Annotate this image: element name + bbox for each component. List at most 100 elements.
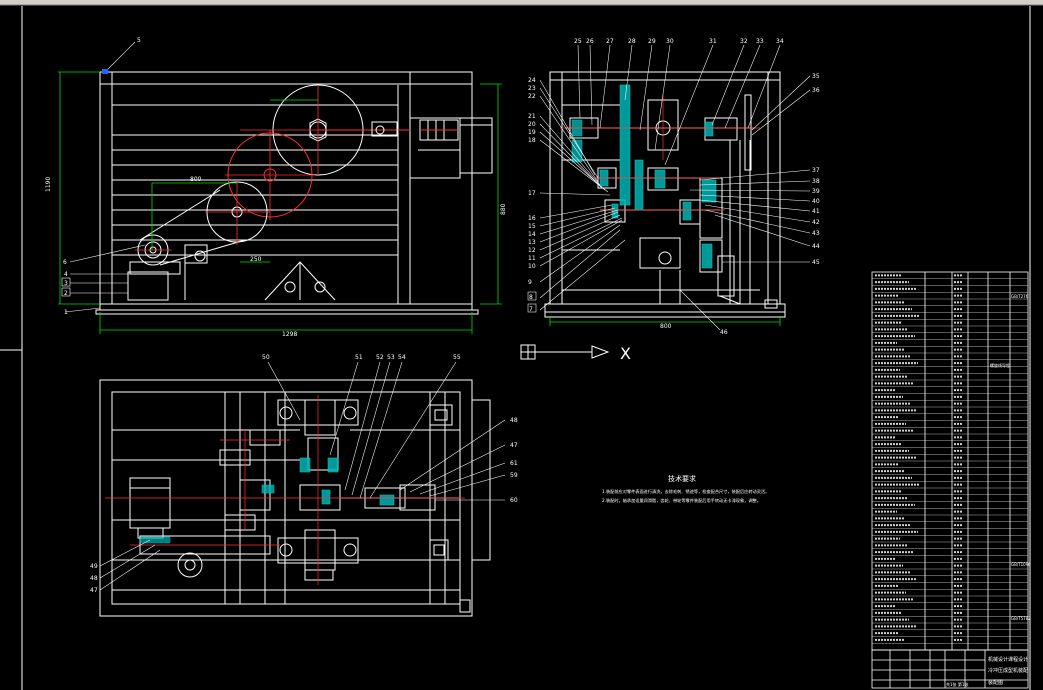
parts-list-rows: [872, 274, 1028, 644]
front-view-leaders: [61, 41, 146, 313]
plan-part-num: 52: [376, 354, 384, 361]
parts-note: GB/T5782: [1011, 616, 1031, 621]
side-view-hatching: [571, 84, 717, 269]
parts-note: GB/T276: [1011, 294, 1029, 299]
side-part-num: 19: [528, 129, 536, 136]
tech-notes-line: 1.装配前应对零件表面进行清洗，去除毛刺、锈迹等，检查配合尺寸，装配后应转动灵活…: [602, 488, 769, 495]
front-view-dimensions: [58, 71, 502, 334]
plan-part-num: 51: [355, 354, 363, 361]
side-part-num: 20: [528, 121, 536, 128]
side-part-num: 18: [528, 137, 536, 144]
side-part-num: 36: [812, 87, 820, 94]
front-part-num: 4: [64, 271, 68, 278]
front-part-num: 5: [137, 37, 141, 44]
plan-part-num: 53: [387, 354, 395, 361]
plan-view-leaders: [99, 361, 506, 591]
front-part-num: 6: [63, 259, 67, 266]
side-part-num: 13: [528, 239, 536, 246]
side-part-num: 42: [812, 219, 820, 226]
side-part-num: 43: [812, 230, 820, 237]
plan-view-hatching: [139, 457, 395, 544]
side-part-num: 22: [528, 93, 536, 100]
front-side-dim: 880: [500, 203, 507, 215]
side-part-num: 24: [528, 77, 536, 84]
front-small-dim-1: 800: [190, 176, 202, 183]
side-part-num: 25: [574, 38, 582, 45]
side-part-num: 16: [528, 215, 536, 222]
side-part-num: 40: [812, 198, 820, 205]
side-part-num: 23: [528, 85, 536, 92]
side-part-num: 45: [812, 259, 820, 266]
side-part-num: 10: [528, 263, 536, 270]
plan-part-num: 49: [90, 563, 98, 570]
side-part-num: 41: [812, 208, 820, 215]
side-part-num: 30: [666, 38, 674, 45]
front-overall-dim: 1298: [282, 331, 297, 338]
plan-part-num: 54: [398, 354, 406, 361]
front-small-dim-2: 250: [250, 256, 262, 263]
side-part-num: 37: [812, 167, 820, 174]
title-sheet: 共1张 第1张: [946, 681, 968, 687]
plan-part-num: 47: [510, 442, 518, 449]
parts-note: GB/T1096: [1011, 562, 1031, 567]
side-right-part-numbers: 35 36 37 38 39 40 41 42 43 44 45: [812, 73, 820, 266]
front-view: [95, 71, 493, 315]
side-part-num: 39: [812, 188, 820, 195]
plan-part-num: 60: [510, 497, 518, 504]
side-view-centerlines: [560, 95, 760, 211]
tech-notes-title: 技术要求: [668, 474, 696, 483]
front-part-num: 1: [64, 309, 68, 316]
top-toolbar-strip: [0, 0, 1043, 5]
side-view-leaders: [527, 44, 811, 331]
plan-part-num: 48: [510, 417, 518, 424]
side-part-num: 32: [740, 38, 748, 45]
tech-notes-line: 2.装配时，轴承加适量润滑脂，齿轮、带轮等零件装配后用手转动无卡滞现象，调整。: [602, 497, 761, 504]
plan-part-num: 61: [510, 460, 518, 467]
plan-part-num: 59: [510, 472, 518, 479]
front-marker: [102, 69, 108, 74]
title-line-2: 冷冲压成型机装配: [988, 667, 1028, 674]
side-top-part-numbers: 25 26 27 28 29 30 31 32 33 34: [574, 38, 784, 45]
ucs-axis-icon: [520, 344, 610, 360]
side-part-num: 31: [709, 38, 717, 45]
side-view-dimension: [549, 316, 781, 326]
side-part-num: 7: [529, 306, 533, 313]
title-line-3: 装配图: [988, 679, 1003, 686]
side-part-num: 8: [529, 294, 533, 301]
front-height-dim: 1190: [45, 177, 52, 192]
side-part-num: 26: [586, 38, 594, 45]
drawing-border: [0, 6, 1031, 690]
side-part-num: 11: [528, 255, 536, 262]
side-width-dim: 800: [660, 323, 672, 330]
title-block: [871, 649, 1029, 689]
side-part-num: 38: [812, 178, 820, 185]
front-view-centerlines: [135, 85, 360, 251]
front-part-num: 2: [64, 290, 68, 297]
plan-part-num: 50: [262, 354, 270, 361]
plan-part-num: 47: [90, 587, 98, 594]
side-left-part-numbers: 24 23 22 21 20 19 18 17 16 15 14 13 12 1…: [528, 77, 536, 313]
side-part-num: 35: [812, 73, 820, 80]
side-part-num: 12: [528, 247, 536, 254]
plan-view-centerlines: [105, 395, 465, 585]
side-bottom-number: 46: [720, 329, 728, 336]
side-part-num: 33: [756, 38, 764, 45]
front-part-num: 3: [64, 280, 68, 287]
parts-note: 螺旋线导程: [990, 362, 1010, 368]
side-part-num: 29: [648, 38, 656, 45]
plan-part-num: 55: [453, 354, 461, 361]
side-part-num: 28: [628, 38, 636, 45]
side-part-num: 14: [528, 231, 536, 238]
side-part-num: 21: [528, 113, 536, 120]
side-part-num: 44: [812, 243, 820, 250]
plan-part-numbers: 50 51 52 53 54 55 48 47 61 59 60 49 48 4…: [90, 354, 518, 594]
side-part-num: 15: [528, 223, 536, 230]
side-view: [544, 71, 786, 318]
side-part-num: 9: [528, 279, 532, 286]
ucs-x-label: X: [620, 344, 631, 363]
plan-part-num: 48: [90, 575, 98, 582]
side-part-num: 17: [528, 190, 536, 197]
title-line-1: 机械设计课程设计: [988, 656, 1028, 663]
side-part-num: 27: [606, 38, 614, 45]
